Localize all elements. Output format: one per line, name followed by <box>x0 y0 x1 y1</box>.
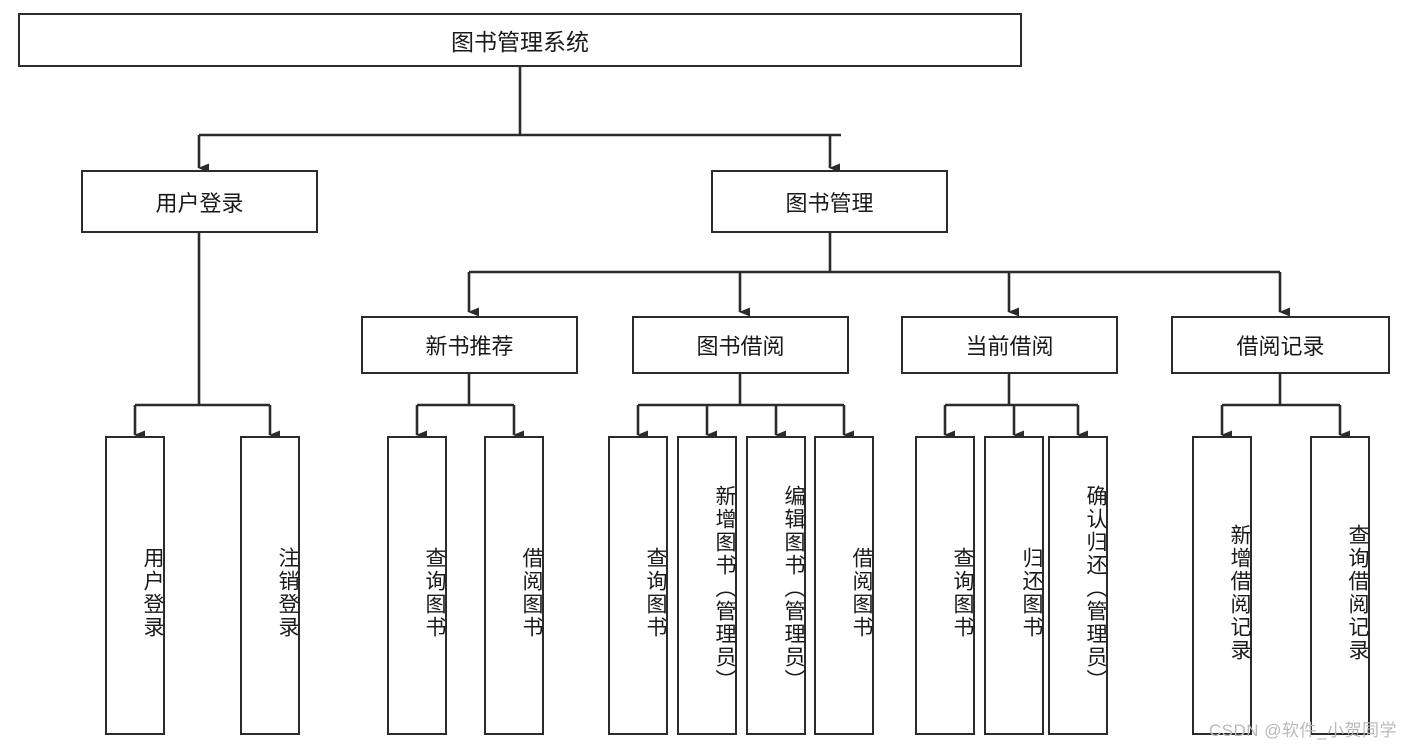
node-label: 借阅图书 <box>850 546 873 639</box>
node-label: 当前借阅 <box>965 334 1054 359</box>
leaf-current-confirm-return-admin[interactable]: 确认归还（管理员） <box>1048 436 1108 735</box>
node-label: 用户登录 <box>141 546 164 639</box>
leaf-recommend-borrow-book[interactable]: 借阅图书 <box>484 436 544 735</box>
node-label: 图书管理系统 <box>451 29 589 55</box>
leaf-borrow-query-book[interactable]: 查询图书 <box>608 436 668 735</box>
leaf-current-return-book[interactable]: 归还图书 <box>984 436 1044 735</box>
leaf-user-logout[interactable]: 注销登录 <box>240 436 300 735</box>
node-label: 图书借阅 <box>696 334 785 359</box>
node-book-management[interactable]: 图书管理 <box>711 170 948 233</box>
leaf-borrow-edit-book-admin[interactable]: 编辑图书（管理员） <box>746 436 806 735</box>
node-label: 查询图书 <box>644 546 667 639</box>
node-label: 编辑图书（管理员） <box>782 485 805 692</box>
node-borrow-record[interactable]: 借阅记录 <box>1171 316 1390 374</box>
node-label: 借阅图书 <box>520 546 543 639</box>
node-current-borrow[interactable]: 当前借阅 <box>901 316 1118 374</box>
node-label: 新书推荐 <box>425 334 514 359</box>
node-label: 查询图书 <box>423 546 446 639</box>
node-label: 用户登录 <box>155 190 244 216</box>
leaf-record-query-record[interactable]: 查询借阅记录 <box>1310 436 1370 735</box>
leaf-borrow-borrow-book[interactable]: 借阅图书 <box>814 436 874 735</box>
leaf-current-query-book[interactable]: 查询图书 <box>915 436 975 735</box>
node-label: 查询借阅记录 <box>1346 523 1369 662</box>
node-label: 图书管理 <box>785 190 874 216</box>
node-label: 新增图书（管理员） <box>713 485 736 692</box>
node-label: 确认归还（管理员） <box>1084 485 1107 692</box>
node-label: 新增借阅记录 <box>1228 523 1251 662</box>
node-label: 查询图书 <box>951 546 974 639</box>
node-user-login[interactable]: 用户登录 <box>81 170 318 233</box>
leaf-borrow-add-book-admin[interactable]: 新增图书（管理员） <box>677 436 737 735</box>
leaf-user-login[interactable]: 用户登录 <box>105 436 165 735</box>
node-label: 注销登录 <box>276 546 299 639</box>
node-label: 归还图书 <box>1020 546 1043 639</box>
node-label: 借阅记录 <box>1236 334 1325 359</box>
leaf-record-add-record[interactable]: 新增借阅记录 <box>1192 436 1252 735</box>
csdn-watermark: CSDN @软件_小贺同学 <box>1208 721 1397 740</box>
leaf-recommend-query-book[interactable]: 查询图书 <box>387 436 447 735</box>
node-book-borrow[interactable]: 图书借阅 <box>632 316 849 374</box>
node-new-book-recommend[interactable]: 新书推荐 <box>361 316 578 374</box>
node-root-system[interactable]: 图书管理系统 <box>18 13 1022 67</box>
